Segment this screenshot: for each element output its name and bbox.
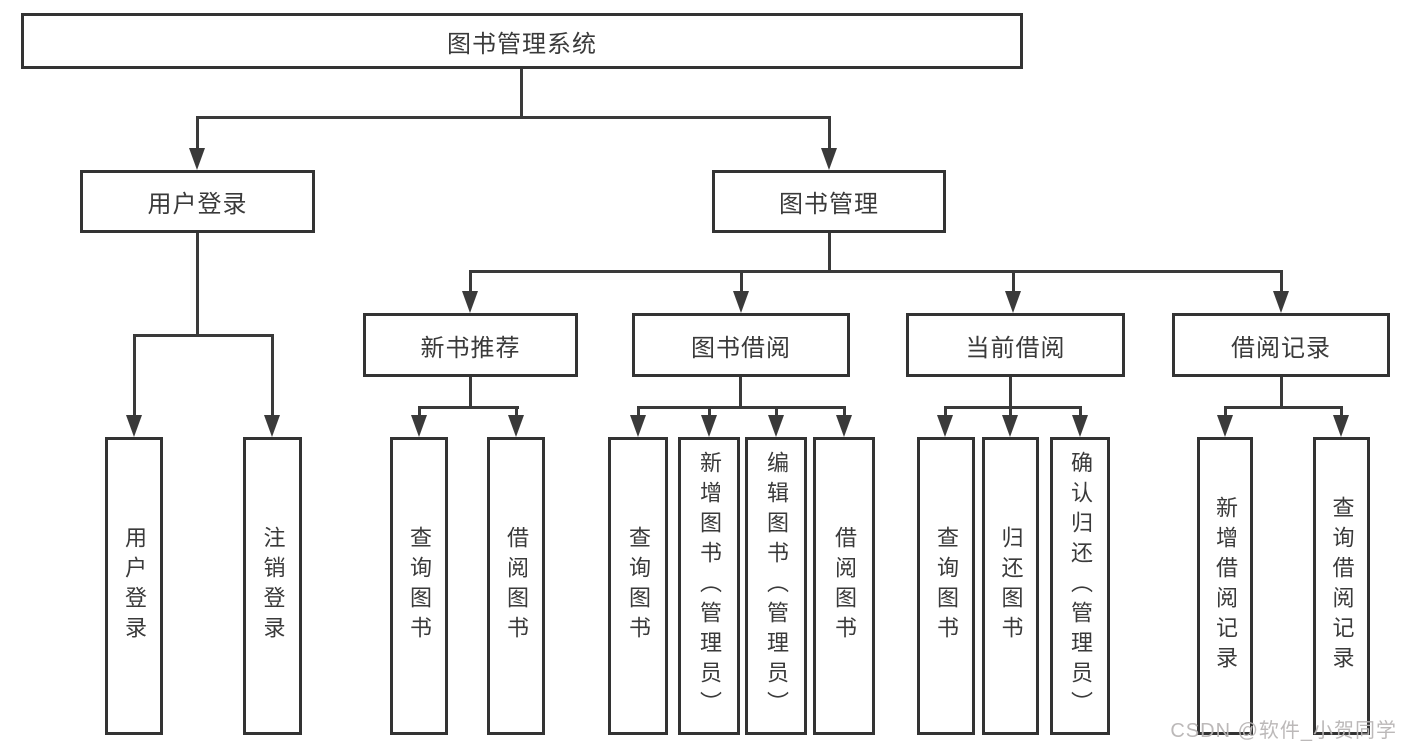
leaf-add-books-admin-label: 新增图书（管理员） xyxy=(697,451,722,721)
connector-to-leaf-login xyxy=(133,335,136,416)
leaf-add-books-admin: 新增图书（管理员） xyxy=(678,437,740,735)
connector-borrow-record-stem xyxy=(1280,377,1283,408)
arrowhead-to-leaf-logout xyxy=(264,415,280,437)
leaf-logout: 注销登录 xyxy=(243,437,302,735)
node-current-borrow-label: 当前借阅 xyxy=(965,334,1066,362)
arrowhead-to-new-book xyxy=(462,291,478,313)
connector-leaf-stub xyxy=(775,407,778,417)
leaf-query-books-2: 查询图书 xyxy=(608,437,668,735)
arrowhead-leaf xyxy=(701,415,717,437)
arrowhead-to-borrow-record xyxy=(1273,291,1289,313)
leaf-user-login-label: 用户登录 xyxy=(122,526,147,646)
arrowhead-to-book-mgmt xyxy=(821,148,837,170)
leaf-borrow-books-2-label: 借阅图书 xyxy=(832,526,857,646)
arrowhead-leaf xyxy=(1333,415,1349,437)
node-book-borrow-label: 图书借阅 xyxy=(691,334,791,362)
node-new-book-recommend: 新书推荐 xyxy=(363,313,578,377)
connector-borrow-record-crossbar xyxy=(1224,406,1343,409)
leaf-borrow-books-1: 借阅图书 xyxy=(487,437,545,735)
arrowhead-leaf xyxy=(630,415,646,437)
leaf-query-borrow-record: 查询借阅记录 xyxy=(1313,437,1370,735)
leaf-query-books-1-label: 查询图书 xyxy=(407,526,432,646)
leaf-confirm-return-admin: 确认归还（管理员） xyxy=(1050,437,1110,735)
leaf-logout-label: 注销登录 xyxy=(260,526,286,646)
node-current-borrow: 当前借阅 xyxy=(906,313,1125,377)
node-borrow-record-label: 借阅记录 xyxy=(1231,334,1331,362)
leaf-user-login: 用户登录 xyxy=(105,437,163,735)
arrowhead-leaf xyxy=(1217,415,1233,437)
connector-to-current-borrow xyxy=(1012,271,1015,292)
connector-to-new-book xyxy=(469,271,472,292)
connector-new-book-crossbar xyxy=(418,406,519,409)
connector-leaf-stub xyxy=(515,407,518,417)
connector-current-borrow-stem xyxy=(1009,377,1012,408)
arrowhead-leaf xyxy=(1072,415,1088,437)
leaf-edit-books-admin: 编辑图书（管理员） xyxy=(745,437,807,735)
connector-leaf-stub xyxy=(418,407,421,417)
node-new-book-recommend-label: 新书推荐 xyxy=(420,334,521,362)
arrowhead-leaf xyxy=(768,415,784,437)
arrowhead-leaf xyxy=(411,415,427,437)
arrowhead-leaf xyxy=(1002,415,1018,437)
node-user-login-label: 用户登录 xyxy=(147,191,248,218)
node-borrow-record: 借阅记录 xyxy=(1172,313,1390,377)
connector-to-book-mgmt xyxy=(828,117,831,149)
leaf-query-borrow-record-label: 查询借阅记录 xyxy=(1329,496,1355,676)
connector-current-borrow-crossbar xyxy=(944,406,1082,409)
connector-to-book-borrow xyxy=(740,271,743,292)
connector-to-user-login xyxy=(196,117,199,149)
node-book-mgmt-label: 图书管理 xyxy=(779,191,879,218)
connector-new-book-stem xyxy=(469,377,472,408)
connector-leaf-stub xyxy=(1009,407,1012,417)
arrowhead-leaf xyxy=(937,415,953,437)
leaf-return-books: 归还图书 xyxy=(982,437,1039,735)
node-root-label: 图书管理系统 xyxy=(447,30,597,58)
leaf-query-books-2-label: 查询图书 xyxy=(626,526,651,646)
connector-root-crossbar xyxy=(196,116,831,119)
connector-to-borrow-record xyxy=(1280,271,1283,292)
connector-leaf-stub xyxy=(843,407,846,417)
arrowhead-leaf xyxy=(508,415,524,437)
node-root: 图书管理系统 xyxy=(21,13,1023,69)
connector-book-mgmt-stem xyxy=(828,233,831,271)
connector-leaf-stub xyxy=(708,407,711,417)
connector-leaf-stub xyxy=(1340,407,1343,417)
leaf-add-borrow-record: 新增借阅记录 xyxy=(1197,437,1253,735)
leaf-add-borrow-record-label: 新增借阅记录 xyxy=(1213,496,1238,676)
arrowhead-to-book-borrow xyxy=(733,291,749,313)
connector-book-borrow-crossbar xyxy=(637,406,846,409)
arrowhead-leaf xyxy=(836,415,852,437)
leaf-confirm-return-admin-label: 确认归还（管理员） xyxy=(1068,451,1093,721)
leaf-return-books-label: 归还图书 xyxy=(998,526,1024,646)
connector-leaf-stub xyxy=(637,407,640,417)
connector-book-borrow-stem xyxy=(739,377,742,408)
leaf-query-books-3: 查询图书 xyxy=(917,437,975,735)
connector-user-login-stem xyxy=(196,233,199,335)
arrowhead-to-current-borrow xyxy=(1005,291,1021,313)
node-book-mgmt: 图书管理 xyxy=(712,170,946,233)
leaf-borrow-books-2: 借阅图书 xyxy=(813,437,875,735)
leaf-borrow-books-1-label: 借阅图书 xyxy=(504,526,529,646)
arrowhead-to-leaf-login xyxy=(126,415,142,437)
node-book-borrow: 图书借阅 xyxy=(632,313,850,377)
connector-to-leaf-logout xyxy=(271,335,274,416)
leaf-query-books-3-label: 查询图书 xyxy=(934,526,959,646)
csdn-watermark: CSDN @软件_小贺同学 xyxy=(1170,720,1397,742)
connector-leaf-stub xyxy=(944,407,947,417)
connector-leaf-stub xyxy=(1079,407,1082,417)
connector-book-mgmt-crossbar xyxy=(469,270,1283,273)
connector-user-login-crossbar xyxy=(133,334,274,337)
leaf-edit-books-admin-label: 编辑图书（管理员） xyxy=(764,451,789,721)
node-user-login: 用户登录 xyxy=(80,170,315,233)
connector-root-stem xyxy=(520,69,523,117)
connector-leaf-stub xyxy=(1224,407,1227,417)
leaf-query-books-1: 查询图书 xyxy=(390,437,448,735)
arrowhead-to-user-login xyxy=(189,148,205,170)
